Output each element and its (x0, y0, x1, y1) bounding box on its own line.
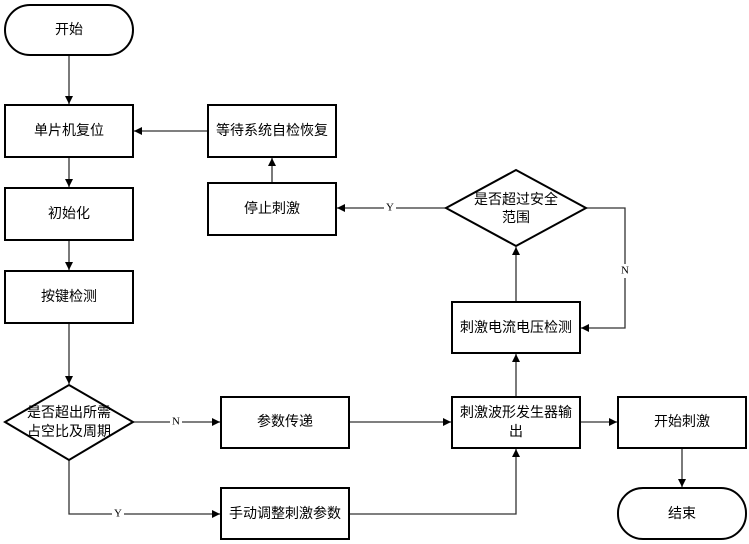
edge-label-safe-no: N (621, 265, 629, 277)
node-init-label: 初始化 (48, 205, 90, 222)
edges (65, 55, 686, 518)
edge-label-safe-yes: Y (386, 202, 394, 214)
node-iv-detect: 刺激电流电压检测 (451, 301, 581, 354)
node-check-duty-label-line1: 是否超出所需 (27, 405, 111, 421)
node-iv-detect-label: 刺激电流电压检测 (460, 319, 572, 336)
node-check-safe: 是否超过安全 范围 (443, 168, 589, 248)
node-manual-adjust: 手动调整刺激参数 (220, 487, 350, 540)
node-start-label: 开始 (55, 22, 83, 38)
node-manual-adjust-label: 手动调整刺激参数 (229, 505, 341, 522)
node-start-stim-label: 开始刺激 (654, 413, 710, 430)
node-check-duty: 是否超出所需 占空比及周期 (3, 383, 135, 462)
node-check-safe-label-line1: 是否超过安全 (474, 191, 558, 208)
node-mcu-reset-label: 单片机复位 (34, 122, 104, 139)
edge-labels: N Y Y N (112, 201, 631, 521)
node-key-detect-label: 按键检测 (41, 289, 97, 305)
node-mcu-reset: 单片机复位 (4, 104, 134, 158)
node-start-stim: 开始刺激 (617, 396, 747, 449)
node-wait-recover-label: 等待系统自检恢复 (216, 122, 328, 139)
edge-manual-to-wave (349, 449, 520, 515)
node-end: 结束 (617, 487, 747, 540)
node-wave-output-label-line1: 刺激波形发生器输 (460, 404, 572, 421)
node-key-detect: 按键检测 (4, 270, 134, 324)
edge-label-duty-yes: Y (114, 508, 122, 520)
edge-label-duty-no: N (172, 416, 180, 428)
node-stop-stim: 停止刺激 (207, 182, 337, 236)
node-start: 开始 (4, 4, 134, 56)
edge-check-duty-yes (68, 460, 220, 518)
node-param-pass-label: 参数传递 (257, 413, 313, 430)
node-stop-stim-label: 停止刺激 (244, 200, 300, 217)
node-check-duty-label-line2: 占空比及周期 (27, 424, 111, 440)
node-check-safe-label-line2: 范围 (502, 209, 530, 226)
edge-check-safe-no (581, 207, 626, 332)
node-wait-recover: 等待系统自检恢复 (207, 104, 337, 158)
node-wave-output: 刺激波形发生器输 出 (451, 396, 581, 449)
node-init: 初始化 (4, 187, 134, 241)
node-wave-output-label-line2: 出 (509, 424, 523, 440)
node-end-label: 结束 (668, 506, 696, 522)
node-param-pass: 参数传递 (220, 396, 350, 449)
